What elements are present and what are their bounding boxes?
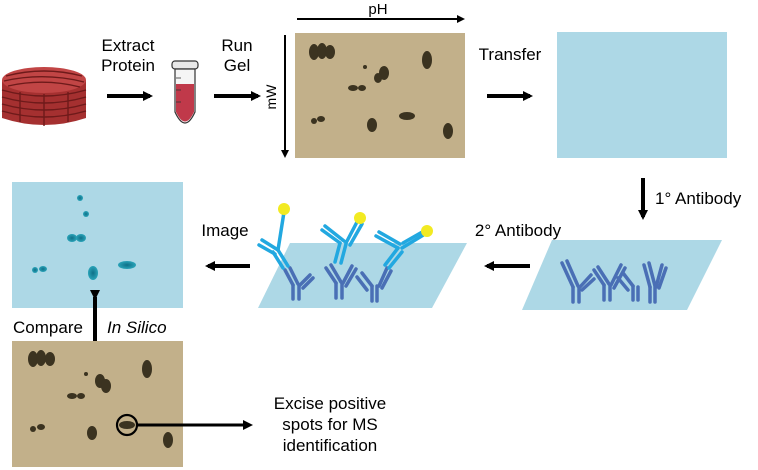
- sample-tube-icon: [171, 60, 199, 124]
- image-label: Image: [201, 221, 248, 240]
- run-label-line2: Gel: [224, 56, 250, 75]
- mw-axis-label: mW: [263, 84, 279, 110]
- comparison-gel: [12, 341, 183, 467]
- run-label-line1: Run: [221, 36, 252, 55]
- extract-label-line2: Protein: [101, 56, 155, 75]
- 2d-gel: [295, 33, 465, 158]
- compare-label: Compare: [13, 318, 83, 337]
- membrane-secondary-antibodies: [257, 203, 467, 308]
- ph-axis-label: pH: [368, 1, 387, 18]
- excise-label-line1: Excise positive: [274, 394, 386, 413]
- excise-label-line3: identification: [283, 436, 378, 455]
- extract-label-line1: Extract: [102, 36, 155, 55]
- primary-antibody-label: 1° Antibody: [655, 189, 742, 208]
- membrane-primary-antibodies: [522, 240, 722, 310]
- transfer-membrane: [557, 32, 727, 158]
- excise-label-line2: spots for MS: [282, 415, 377, 434]
- muscle-tissue-icon: [1, 67, 87, 126]
- secondary-antibody-label: 2° Antibody: [475, 221, 562, 240]
- imaged-blot: [12, 182, 183, 308]
- transfer-label: Transfer: [479, 45, 542, 64]
- in-silico-label: In Silico: [107, 318, 167, 337]
